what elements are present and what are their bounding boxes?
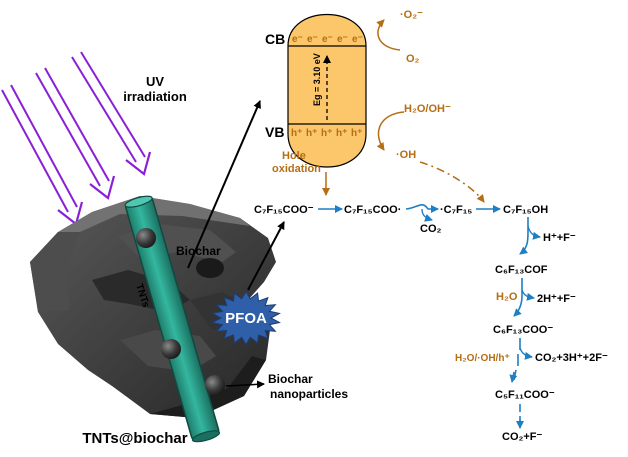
band-gap-label: Eg = 3.10 eV <box>312 53 322 106</box>
oxidants-label: H₂O/·OH/h⁺ <box>455 353 510 364</box>
species-c7f15-radical: ·C₇F₁₅ <box>440 204 472 216</box>
nanoparticle <box>205 375 225 395</box>
hydroxyl-radical-label: ·OH <box>396 149 416 161</box>
pathway-arrow-head <box>509 371 518 383</box>
species-c7f15coo-radical: C₇F₁₅COO· <box>344 204 401 216</box>
hole: h⁺ <box>336 128 347 139</box>
water-hydroxide-label: H₂O/OH⁻ <box>404 103 451 115</box>
nanoparticle <box>136 228 156 248</box>
co2-release-arrow <box>421 208 433 222</box>
nanoparticles-label-line2: nanoparticles <box>270 387 348 401</box>
nanoparticles-pointer <box>225 380 265 389</box>
uv-arrow <box>35 67 116 200</box>
tnt-nanotube <box>124 195 221 443</box>
hf-product-1: H⁺+F⁻ <box>543 232 576 244</box>
superoxide-label: ·O₂⁻ <box>400 9 423 21</box>
hole: h⁺ <box>321 128 332 139</box>
pathway-arrow <box>519 217 529 255</box>
hole: h⁺ <box>351 128 362 139</box>
species-c6f13coo: C₆F₁₃COO⁻ <box>493 324 553 336</box>
nanoparticle <box>161 339 181 359</box>
vb-oxidation-arrow <box>376 111 405 151</box>
final-products: CO₂+F⁻ <box>502 431 543 443</box>
species-c7f15oh: C₇F₁₅OH <box>503 204 548 216</box>
byproduct-arrow <box>521 289 535 301</box>
arrow-to-band <box>187 100 261 269</box>
cb-reduction-arrow <box>376 19 401 51</box>
oxygen-label: O₂ <box>406 53 420 65</box>
decarboxylation-arrow <box>405 203 439 213</box>
hf-product-2: 2H⁺+F⁻ <box>537 293 576 305</box>
species-c7f15coo-anion: C₇F₁₅COO⁻ <box>254 204 314 216</box>
electron: e⁻ <box>337 34 348 45</box>
co2-product: CO₂ <box>420 223 442 235</box>
water-reactant: H₂O <box>496 291 518 303</box>
cb-label: CB <box>265 31 285 47</box>
byproduct-arrow <box>519 347 533 360</box>
hole: h⁺ <box>291 128 302 139</box>
uv-arrows <box>1 51 152 226</box>
biochar-label: Biochar <box>176 244 221 258</box>
electron: e⁻ <box>292 34 303 45</box>
pfoa-label: PFOA <box>225 310 267 327</box>
arrow-to-pfoa <box>247 221 285 291</box>
uv-label: UV <box>146 74 164 89</box>
electron: e⁻ <box>322 34 333 45</box>
uv-arrow <box>71 51 152 176</box>
pathway-arrow <box>513 278 523 317</box>
species-c5f11coo: C₅F₁₁COO⁻ <box>495 389 555 401</box>
byproduct-arrow <box>527 225 541 240</box>
pfoa-molecule: PFOA <box>211 290 281 346</box>
vb-label: VB <box>265 124 284 140</box>
irradiation-label: irradiation <box>123 89 187 104</box>
uv-arrow <box>1 84 84 226</box>
electron: e⁻ <box>307 34 318 45</box>
species-c6f13cof: C₆F₁₃COF <box>495 264 548 276</box>
hole-oxidation-label-line2: oxidation <box>272 163 321 175</box>
hydroxyl-attack-arrow <box>419 161 485 203</box>
pathway-arrow <box>513 338 521 381</box>
mineralization-product-3: CO₂+3H⁺+2F⁻ <box>535 352 608 364</box>
nanoparticles-label-line1: Biochar <box>268 372 313 386</box>
hole: h⁺ <box>306 128 317 139</box>
electron: e⁻ <box>352 34 363 45</box>
hole-oxidation-label-line1: Hole <box>282 150 306 162</box>
band-structure <box>287 14 367 168</box>
tnts-biochar-caption: TNTs@biochar <box>82 430 187 447</box>
